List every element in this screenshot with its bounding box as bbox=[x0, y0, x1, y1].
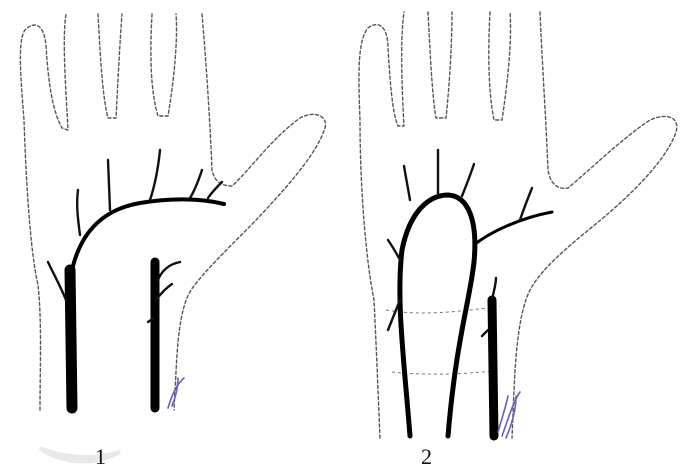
hand-2-branch bbox=[404, 166, 410, 200]
hand-2-wrist-line bbox=[392, 370, 500, 374]
hand-2-vein bbox=[502, 392, 520, 436]
hand-2-vein bbox=[498, 396, 508, 432]
hand-1-heart-line bbox=[72, 199, 224, 270]
hand-2-arch-crease bbox=[400, 195, 475, 436]
hand-2-right-crease bbox=[492, 300, 494, 436]
hand-2-side-crease bbox=[474, 212, 552, 245]
hand-1-branch bbox=[208, 182, 222, 198]
hand-2-branch bbox=[520, 188, 532, 220]
hand-1-branch bbox=[158, 262, 180, 280]
hand-1-branch bbox=[48, 262, 66, 300]
panel-label-1: 1 bbox=[95, 444, 106, 470]
panel-label-2: 2 bbox=[421, 444, 432, 470]
hand-1-branch bbox=[108, 160, 110, 210]
hand-2-branch bbox=[482, 330, 488, 336]
hand-1-branch bbox=[77, 190, 80, 235]
hand-2-branch bbox=[388, 240, 400, 260]
watermark-swoosh bbox=[40, 448, 120, 461]
hand-1-branch bbox=[150, 150, 160, 200]
hand-1 bbox=[20, 14, 325, 410]
hand-2-wrist-line bbox=[386, 306, 500, 313]
hand-2 bbox=[359, 12, 677, 438]
hand-1-main-crease bbox=[70, 270, 72, 408]
hand-2-branch bbox=[462, 164, 474, 196]
hand-1-branch bbox=[190, 170, 202, 198]
